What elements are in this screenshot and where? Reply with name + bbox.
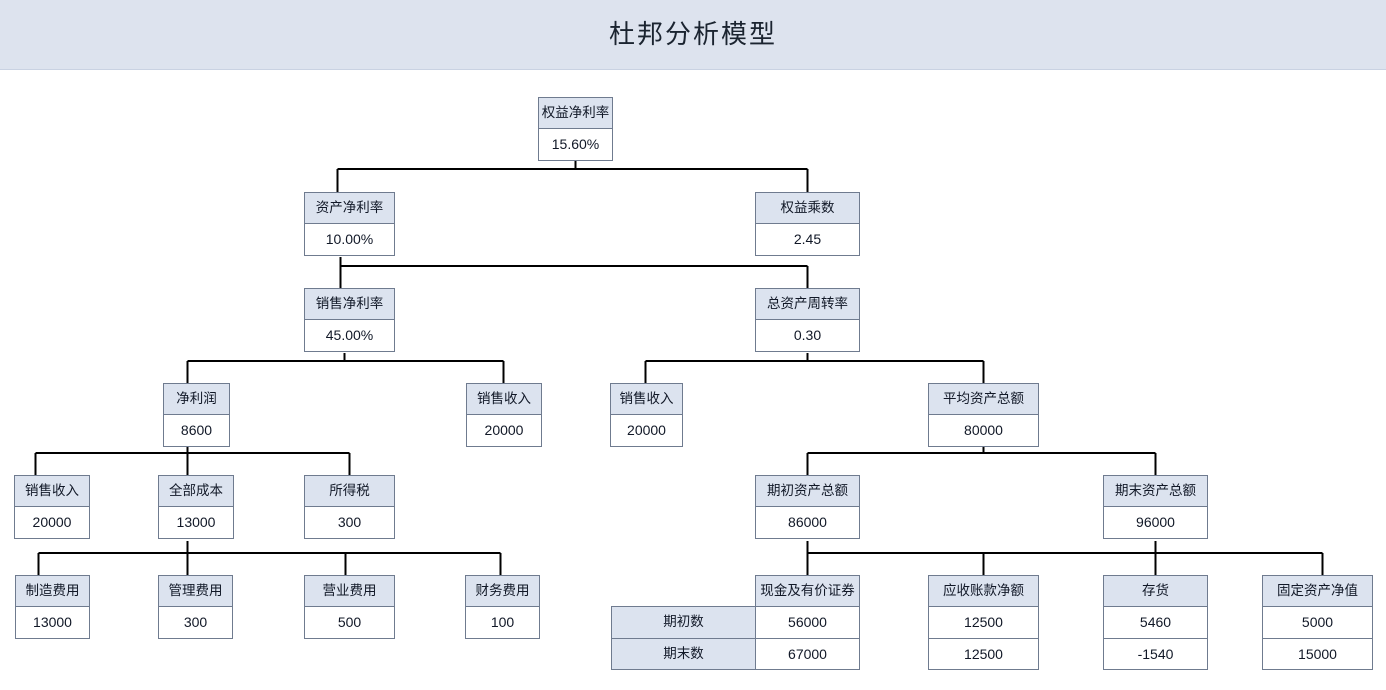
node-average-total-assets[interactable]: 平均资产总额 80000	[928, 383, 1039, 447]
node-revenue-left-label: 销售收入	[467, 384, 541, 415]
node-inventory-ending: -1540	[1104, 638, 1207, 669]
node-operating-expense-value: 500	[305, 607, 394, 638]
node-average-total-assets-label: 平均资产总额	[929, 384, 1038, 415]
node-revenue-left-value: 20000	[467, 415, 541, 446]
diagram-canvas: 权益净利率 15.60% 资产净利率 10.00% 权益乘数 2.45 销售净利…	[0, 70, 1386, 690]
node-administrative-expense[interactable]: 管理费用 300	[158, 575, 233, 639]
node-fixed-assets-net[interactable]: 固定资产净值 5000 15000	[1262, 575, 1373, 670]
node-inventory[interactable]: 存货 5460 -1540	[1103, 575, 1208, 670]
node-revenue-cost-level-label: 销售收入	[15, 476, 89, 507]
node-income-tax-label: 所得税	[305, 476, 394, 507]
node-asset-turnover-value: 0.30	[756, 320, 859, 351]
node-beginning-total-assets[interactable]: 期初资产总额 86000	[755, 475, 860, 539]
node-revenue-right[interactable]: 销售收入 20000	[610, 383, 683, 447]
node-manufacturing-expense-label: 制造费用	[16, 576, 89, 607]
node-asset-turnover[interactable]: 总资产周转率 0.30	[755, 288, 860, 352]
node-finance-expense-label: 财务费用	[466, 576, 539, 607]
node-cash-and-securities-beginning: 56000	[756, 607, 859, 638]
node-operating-expense-label: 营业费用	[305, 576, 394, 607]
node-asset-turnover-label: 总资产周转率	[756, 289, 859, 320]
node-cash-and-securities-ending: 67000	[756, 638, 859, 669]
node-return-on-assets-value: 10.00%	[305, 224, 394, 255]
node-administrative-expense-label: 管理费用	[159, 576, 232, 607]
title-bar: 杜邦分析模型	[0, 0, 1386, 70]
node-equity-multiplier[interactable]: 权益乘数 2.45	[755, 192, 860, 256]
node-operating-expense[interactable]: 营业费用 500	[304, 575, 395, 639]
node-inventory-label: 存货	[1104, 576, 1207, 607]
node-manufacturing-expense[interactable]: 制造费用 13000	[15, 575, 90, 639]
node-total-cost-value: 13000	[159, 507, 233, 538]
period-label-beginning: 期初数	[612, 607, 755, 638]
node-net-profit-margin-value: 45.00%	[305, 320, 394, 351]
period-label-ending: 期末数	[612, 638, 755, 669]
node-revenue-cost-level[interactable]: 销售收入 20000	[14, 475, 90, 539]
page-title: 杜邦分析模型	[608, 20, 777, 49]
node-accounts-receivable-net-beginning: 12500	[929, 607, 1038, 638]
node-accounts-receivable-net-ending: 12500	[929, 638, 1038, 669]
node-revenue-right-value: 20000	[611, 415, 682, 446]
node-net-profit-value: 8600	[164, 415, 229, 446]
node-beginning-total-assets-label: 期初资产总额	[756, 476, 859, 507]
node-net-profit-margin-label: 销售净利率	[305, 289, 394, 320]
node-accounts-receivable-net[interactable]: 应收账款净额 12500 12500	[928, 575, 1039, 670]
node-total-cost[interactable]: 全部成本 13000	[158, 475, 234, 539]
node-net-profit-label: 净利润	[164, 384, 229, 415]
node-income-tax[interactable]: 所得税 300	[304, 475, 395, 539]
node-finance-expense-value: 100	[466, 607, 539, 638]
node-return-on-assets-label: 资产净利率	[305, 193, 394, 224]
node-income-tax-value: 300	[305, 507, 394, 538]
node-fixed-assets-net-ending: 15000	[1263, 638, 1372, 669]
node-equity-multiplier-label: 权益乘数	[756, 193, 859, 224]
node-ending-total-assets-value: 96000	[1104, 507, 1207, 538]
node-roe-label: 权益净利率	[539, 98, 612, 129]
node-finance-expense[interactable]: 财务费用 100	[465, 575, 540, 639]
node-net-profit[interactable]: 净利润 8600	[163, 383, 230, 447]
node-fixed-assets-net-beginning: 5000	[1263, 607, 1372, 638]
node-average-total-assets-value: 80000	[929, 415, 1038, 446]
node-beginning-total-assets-value: 86000	[756, 507, 859, 538]
node-manufacturing-expense-value: 13000	[16, 607, 89, 638]
node-revenue-left[interactable]: 销售收入 20000	[466, 383, 542, 447]
node-equity-multiplier-value: 2.45	[756, 224, 859, 255]
node-net-profit-margin[interactable]: 销售净利率 45.00%	[304, 288, 395, 352]
node-return-on-assets[interactable]: 资产净利率 10.00%	[304, 192, 395, 256]
node-roe-value: 15.60%	[539, 129, 612, 160]
node-cash-and-securities-label: 现金及有价证券	[756, 576, 859, 607]
period-label-column: 期初数 期末数	[611, 606, 756, 670]
node-revenue-right-label: 销售收入	[611, 384, 682, 415]
node-accounts-receivable-net-label: 应收账款净额	[929, 576, 1038, 607]
node-inventory-beginning: 5460	[1104, 607, 1207, 638]
node-total-cost-label: 全部成本	[159, 476, 233, 507]
node-ending-total-assets-label: 期末资产总额	[1104, 476, 1207, 507]
node-cash-and-securities[interactable]: 现金及有价证券 56000 67000	[755, 575, 860, 670]
node-fixed-assets-net-label: 固定资产净值	[1263, 576, 1372, 607]
node-roe[interactable]: 权益净利率 15.60%	[538, 97, 613, 161]
node-revenue-cost-level-value: 20000	[15, 507, 89, 538]
node-ending-total-assets[interactable]: 期末资产总额 96000	[1103, 475, 1208, 539]
node-administrative-expense-value: 300	[159, 607, 232, 638]
